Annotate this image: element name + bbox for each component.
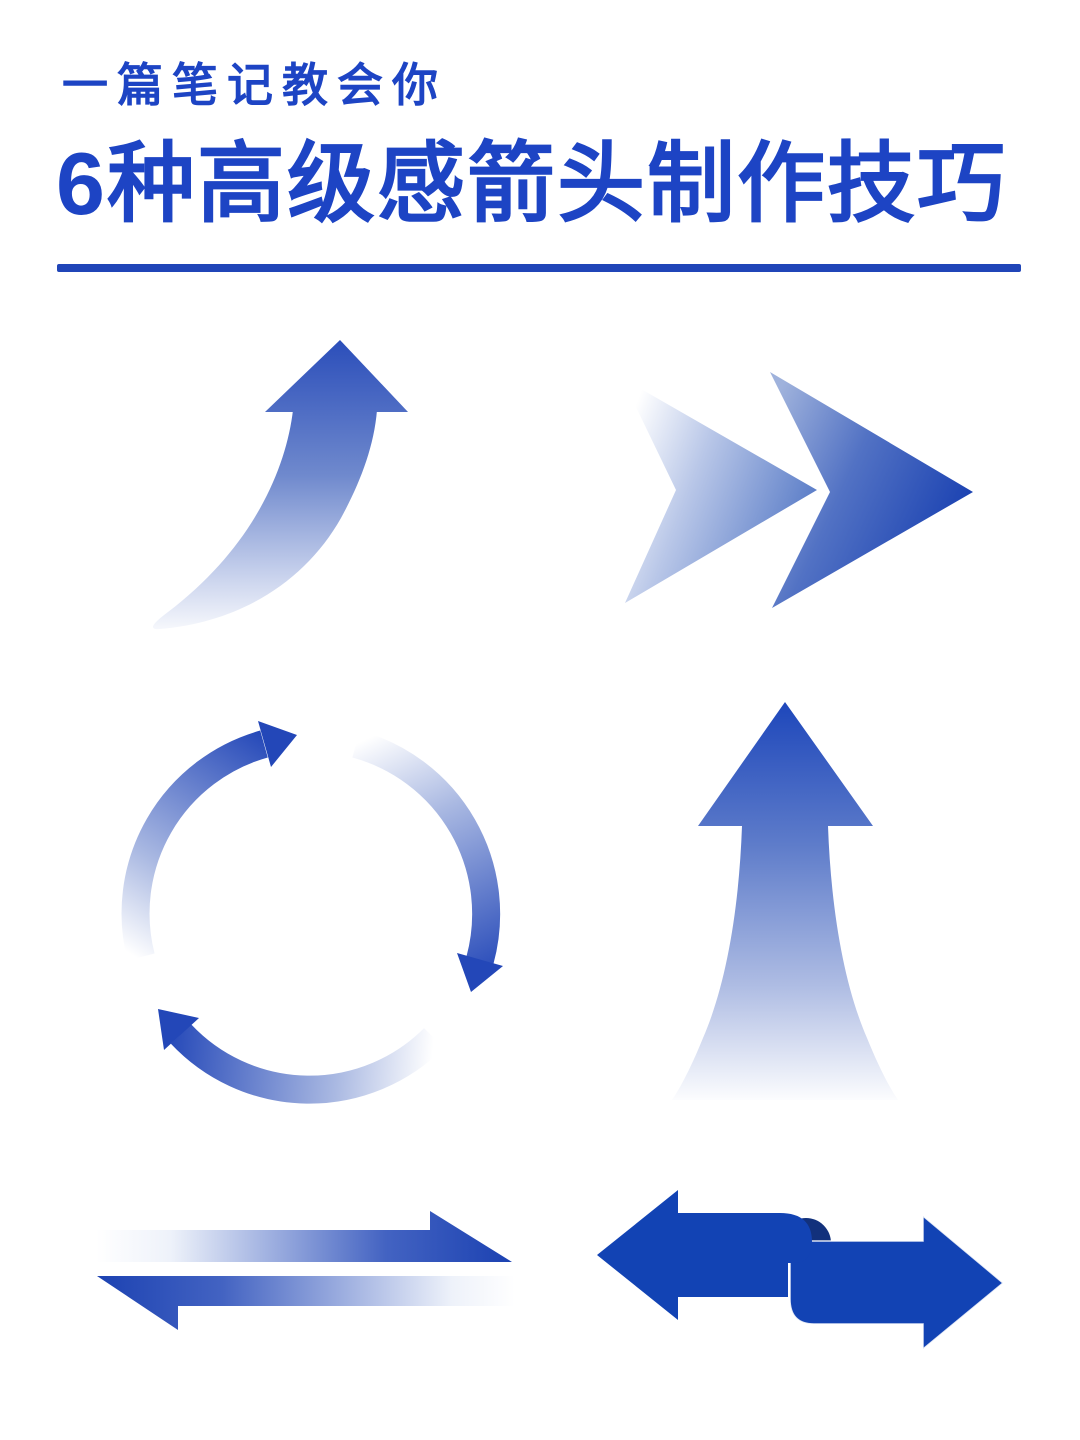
curved-growth-arrow	[120, 320, 540, 680]
ribbon-fold-arrows-graphic	[597, 1190, 1005, 1351]
double-chevron-arrow	[600, 340, 1020, 660]
title-divider	[57, 264, 1021, 272]
swap-arrows-graphic	[96, 1211, 520, 1330]
double-chevron-arrow-graphic	[622, 372, 973, 608]
ribbon-fold-arrows	[580, 1170, 1020, 1370]
cycle-arrows-graphic	[121, 721, 503, 1104]
cycle-arrows	[95, 690, 525, 1120]
curved-growth-arrow-graphic	[153, 340, 408, 630]
flare-rise-arrow-graphic	[672, 702, 898, 1100]
page-title: 6种高级感箭头制作技巧	[56, 134, 1007, 233]
flare-rise-arrow	[620, 680, 920, 1120]
kicker-text: 一篇笔记教会你	[62, 59, 447, 111]
swap-arrows	[80, 1190, 540, 1350]
